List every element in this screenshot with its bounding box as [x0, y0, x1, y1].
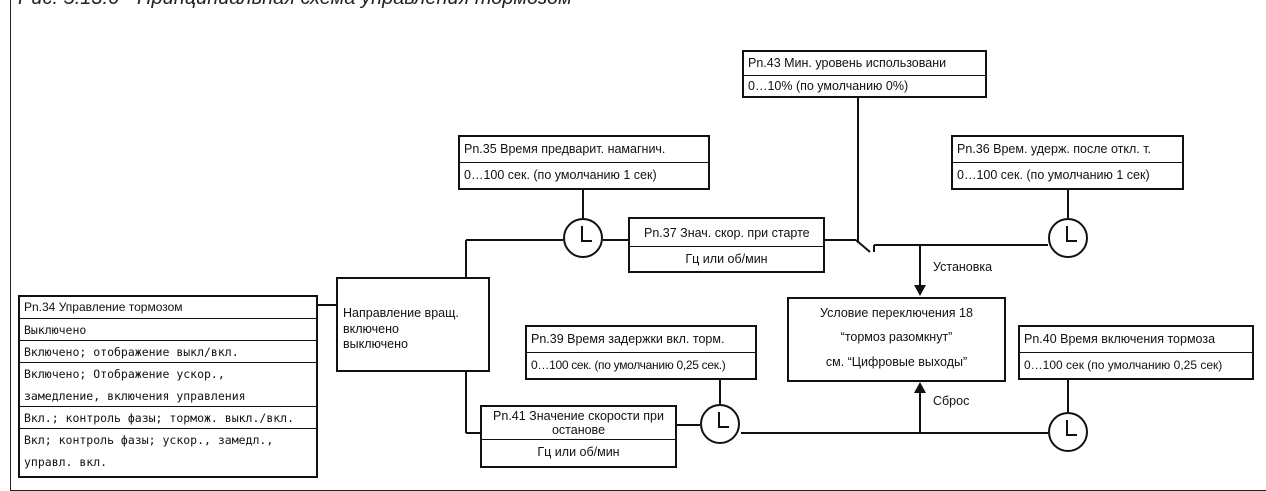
clock-timer-icon — [700, 404, 740, 444]
param-title-line-2: останове — [551, 423, 606, 437]
param-box-p35: Pn.35 Время предварит. намагнич. 0…100 с… — [458, 135, 710, 190]
clock-timer-icon — [1048, 218, 1088, 258]
param-range: 0…100 сек. (по умолчанию 0,25 сек.) — [531, 358, 726, 372]
param-box-p43: Pn.43 Мин. уровень использовани 0…10% (п… — [742, 50, 987, 98]
param-box-p40: Pn.40 Время включения тормоза 0…100 сек … — [1018, 325, 1254, 380]
param-title: Pn.37 Знач. скор. при старте — [630, 219, 823, 247]
direction-off-label: выключено — [343, 337, 408, 351]
param-title: Pn.41 Значение скорости при останове — [482, 407, 675, 440]
param-range: 0…10% (по умолчанию 0%) — [748, 79, 909, 93]
brake-option: Вкл.; контроль фазы; тормож. выкл./вкл. — [20, 407, 316, 429]
param-title: Pn.34 Управление тормозом — [20, 297, 316, 319]
direction-on-label: включено — [343, 322, 399, 336]
param-range: 0…100 сек. (по умолчанию 1 сек) — [464, 168, 657, 182]
direction-box: Направление вращ. включено выключено — [336, 277, 490, 372]
frame-border-left — [10, 0, 11, 491]
param-title-line-1: Pn.41 Значение скорости при — [493, 409, 664, 423]
condition-line-2: “тормоз разомкнут” — [840, 330, 953, 344]
param-range: 0…100 сек. (по умолчанию 1 сек) — [957, 168, 1150, 182]
param-box-p36: Pn.36 Врем. удерж. после откл. т. 0…100 … — [951, 135, 1184, 190]
brake-option: управл. вкл. — [24, 455, 108, 469]
param-unit: Гц или об/мин — [685, 252, 768, 266]
param-box-p41: Pn.41 Значение скорости при останове Гц … — [480, 405, 677, 468]
clock-timer-icon — [1048, 412, 1088, 452]
param-box-p37: Pn.37 Знач. скор. при старте Гц или об/м… — [628, 217, 825, 273]
brake-option: Включено; Отображение ускор., — [24, 367, 225, 381]
param-title: Pn.35 Время предварит. намагнич. — [460, 137, 708, 163]
param-unit: Гц или об/мин — [537, 445, 620, 459]
param-title: Pn.43 Мин. уровень использовани — [744, 52, 985, 76]
param-box-p34: Pn.34 Управление тормозом Выключено Вклю… — [18, 295, 318, 478]
condition-box: Условие переключения 18 “тормоз разомкну… — [787, 297, 1006, 382]
param-title: Pn.36 Врем. удерж. после откл. т. — [953, 137, 1182, 163]
param-range: 0…100 сек (по умолчанию 0,25 сек) — [1024, 358, 1223, 372]
param-box-p39: Pn.39 Время задержки вкл. торм. 0…100 се… — [525, 325, 757, 380]
condition-line-3: см. “Цифровые выходы” — [825, 355, 968, 369]
figure-caption: Рис. 5.13.6 - Принципиальная схема управ… — [18, 0, 572, 10]
brake-option: замедление, включения управления — [20, 385, 316, 407]
reset-label: Сброс — [933, 394, 970, 408]
brake-option: Включено; отображение выкл/вкл. — [20, 341, 316, 363]
condition-line-1: Условие переключения 18 — [820, 306, 973, 320]
param-title: Pn.40 Время включения тормоза — [1020, 327, 1252, 353]
brake-option: Вкл; контроль фазы; ускор., замедл., — [24, 433, 274, 447]
set-label: Установка — [933, 260, 993, 274]
param-title: Pn.39 Время задержки вкл. торм. — [527, 327, 755, 353]
clock-timer-icon — [563, 218, 603, 258]
direction-title: Направление вращ. — [343, 306, 459, 320]
brake-option: Выключено — [20, 319, 316, 341]
